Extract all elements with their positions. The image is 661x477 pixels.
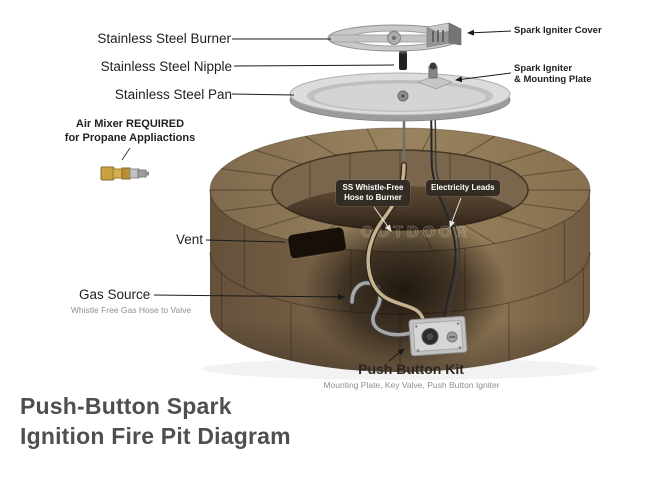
gas-source-sublabel: Whistle Free Gas Hose to Valve <box>70 305 192 315</box>
spark-igniter-cover-label: Spark Igniter Cover <box>514 25 602 36</box>
spark-igniter-mounting-plate-graphic <box>416 62 454 90</box>
stainless-steel-nipple-graphic <box>399 50 407 70</box>
leader-line-spark-igniter-cover <box>467 29 512 36</box>
vent-label: Vent <box>175 232 203 247</box>
leader-line-electricity <box>449 197 462 228</box>
stainless-steel-pan-graphic <box>289 72 511 122</box>
hose-badge: SS Whistle-Free Hose to Burner <box>336 180 410 206</box>
push-button-kit-box <box>408 315 468 357</box>
page-title: Push-Button Spark Ignition Fire Pit Diag… <box>20 391 291 451</box>
electricity-leads-wire <box>430 111 461 319</box>
gas-hose <box>349 280 425 338</box>
leader-line-spark-igniter-plate <box>455 72 512 83</box>
gas-source-label: Gas Source <box>79 287 151 302</box>
pan-label: Stainless Steel Pan <box>114 87 232 102</box>
spark-igniter-cover-graphic <box>426 22 462 48</box>
leader-line-push-button-kit <box>388 348 405 362</box>
spark-igniter-plate-label: Spark Igniter & Mounting Plate <box>514 63 592 85</box>
push-button-kit-sublabel: Mounting Plate, Key Valve, Push Button I… <box>323 380 500 390</box>
leader-line-nipple <box>233 64 395 67</box>
leader-line-hose-badge <box>373 206 392 232</box>
page-title-line2: Ignition Fire Pit Diagram <box>20 423 291 449</box>
nipple-label: Stainless Steel Nipple <box>100 59 232 74</box>
leader-line-pan <box>231 93 295 96</box>
leader-line-gas-source <box>153 293 345 300</box>
air-mixer-fitting <box>100 166 149 181</box>
air-mixer-label: Air Mixer REQUIRED for Propane Appliacti… <box>64 118 196 144</box>
leader-line-air-mixer <box>121 147 131 161</box>
leader-lines <box>121 29 512 362</box>
push-button-kit-label: Push Button Kit <box>358 361 464 377</box>
burner-label: Stainless Steel Burner <box>97 31 231 46</box>
page-title-line1: Push-Button Spark <box>20 393 232 419</box>
electricity-badge: Electricity Leads <box>426 180 500 196</box>
leader-line-vent <box>205 239 286 243</box>
stainless-steel-burner-graphic <box>327 24 461 52</box>
